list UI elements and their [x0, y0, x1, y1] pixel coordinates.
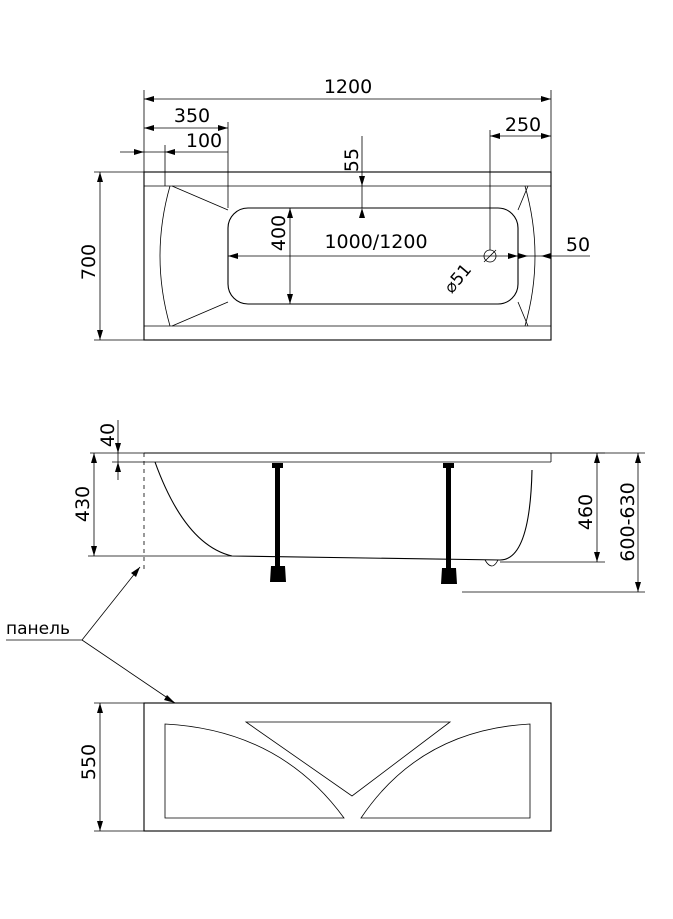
diag-tl: [171, 185, 229, 211]
panel-view: 550: [78, 702, 552, 832]
arrow: [144, 125, 154, 131]
label-panel: панель: [6, 619, 70, 639]
diag-bl: [171, 301, 229, 327]
label-55: 55: [341, 148, 363, 172]
arrow: [518, 253, 528, 259]
leg-left-shaft: [275, 560, 280, 566]
panel-outline: [143, 702, 552, 832]
arrow: [287, 208, 293, 218]
arrow: [91, 453, 97, 463]
panel-callout: панель: [6, 566, 176, 704]
label-100: 100: [186, 130, 222, 152]
callout-leader-up: [81, 566, 141, 641]
leg-right-shaft: [446, 562, 451, 568]
arrow: [635, 582, 641, 592]
foot-right: [441, 568, 457, 584]
arrow: [490, 133, 500, 139]
panel-right-shape: [360, 723, 531, 819]
arrow: [97, 821, 103, 831]
panel-center-shape: [244, 721, 452, 797]
arrow: [131, 567, 140, 577]
label-600-630: 600-630: [617, 482, 639, 561]
label-700: 700: [78, 244, 100, 280]
arrow: [134, 149, 144, 155]
arrow: [541, 96, 551, 102]
arrow: [165, 149, 175, 155]
label-460: 460: [575, 494, 597, 530]
label-40: 40: [97, 423, 119, 447]
label-400: 400: [268, 215, 290, 251]
leg-right: [446, 466, 451, 562]
foot-left: [270, 566, 286, 582]
arrow: [635, 453, 641, 463]
arrow: [594, 453, 600, 463]
diag-tr: [517, 185, 529, 211]
leg-right-cap: [443, 463, 454, 468]
tub-body-side: [154, 461, 533, 561]
label-50: 50: [566, 234, 590, 256]
drain-bump: [484, 559, 499, 567]
label-350: 350: [174, 105, 210, 127]
arrow: [97, 330, 103, 340]
arrow: [144, 96, 154, 102]
arrow: [115, 443, 121, 453]
diag-br: [517, 301, 529, 327]
top-view: 1200 350 100 250 55 1000/1200 400: [78, 76, 590, 341]
label-550: 550: [78, 744, 100, 780]
left-end-curve: [159, 185, 171, 327]
arrow: [594, 552, 600, 562]
arrow: [115, 462, 121, 472]
arrow: [228, 253, 238, 259]
label-250: 250: [505, 114, 541, 136]
arrow: [91, 546, 97, 556]
arrow: [359, 176, 365, 186]
arrow: [287, 294, 293, 304]
label-430: 430: [72, 486, 94, 522]
arrow: [97, 172, 103, 182]
label-drain: ⌀51: [440, 260, 476, 297]
arrow: [218, 125, 228, 131]
panel-left-shape: [164, 723, 345, 819]
label-1000-1200: 1000/1200: [324, 231, 427, 253]
leg-left-cap: [272, 463, 283, 468]
arrow: [508, 253, 518, 259]
arrow: [541, 253, 551, 259]
side-view: 40 430 460 600-630: [72, 420, 645, 593]
arrow: [359, 208, 365, 218]
arrow: [164, 695, 175, 703]
callout-leader-down: [81, 639, 176, 704]
arrow: [541, 133, 551, 139]
label-1200: 1200: [324, 76, 372, 98]
arrow: [97, 703, 103, 713]
leg-left: [275, 466, 280, 560]
